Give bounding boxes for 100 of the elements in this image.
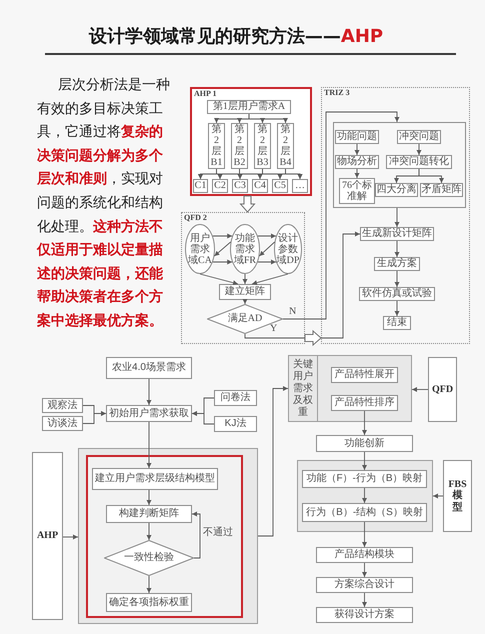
arrow bbox=[146, 378, 152, 406]
process-group-panel bbox=[78, 448, 258, 624]
process-step: 确定各项指标权重 bbox=[106, 593, 192, 612]
hollow-arrow bbox=[239, 196, 256, 213]
process-step: 76个标准解 bbox=[339, 178, 375, 204]
panel-heading: AHP 1 bbox=[194, 89, 216, 98]
subcriterion-node: C5 bbox=[272, 179, 288, 193]
edge-label: N bbox=[289, 306, 296, 318]
arrow bbox=[394, 300, 400, 316]
process-step: 生成方案 bbox=[374, 257, 420, 271]
process-step: 结束 bbox=[383, 316, 411, 330]
method-tag: QFD bbox=[428, 357, 457, 422]
arrow bbox=[258, 386, 288, 536]
method-panel bbox=[190, 87, 312, 196]
edge-label: 不通过 bbox=[203, 527, 233, 539]
process-step: 产品特性展开 bbox=[331, 367, 398, 383]
criterion-node: 第2层B2 bbox=[231, 123, 248, 169]
subcriterion-node: … bbox=[292, 179, 308, 193]
arrow bbox=[146, 490, 152, 506]
goal-node: 第1层用户需求A bbox=[207, 100, 291, 114]
arrow bbox=[192, 411, 214, 424]
arrow bbox=[242, 299, 248, 304]
process-step: 冲突问题 bbox=[397, 130, 441, 144]
criterion-node: 第2层B4 bbox=[277, 123, 294, 169]
arrow bbox=[252, 274, 288, 286]
arrow bbox=[362, 592, 367, 608]
domain-ellipse: 功能需求域FR bbox=[230, 224, 260, 274]
arrow bbox=[258, 242, 276, 256]
subcriterion-node: C2 bbox=[212, 179, 228, 193]
highlight-frame bbox=[86, 455, 243, 618]
arrow bbox=[362, 452, 367, 470]
criterion-node: 第2层B1 bbox=[208, 123, 225, 169]
arrow bbox=[82, 411, 106, 424]
arrow bbox=[146, 422, 152, 468]
arrow bbox=[242, 274, 248, 284]
process-step: 建立用户需求层级结构模型 bbox=[92, 468, 218, 490]
arrow bbox=[362, 410, 367, 436]
group-frame bbox=[333, 122, 466, 208]
arrow bbox=[62, 534, 78, 540]
subcriterion-node: C4 bbox=[252, 179, 268, 193]
process-step: 物场分析 bbox=[335, 155, 379, 169]
process-step: 功能（F）-行为（B）映射 bbox=[302, 470, 427, 488]
arrow bbox=[362, 522, 367, 548]
arrow bbox=[354, 168, 360, 178]
process-step: 产品结构模块 bbox=[316, 547, 413, 563]
arrow bbox=[200, 274, 238, 286]
arrow bbox=[394, 270, 400, 288]
process-step: 软件仿真或试验 bbox=[359, 287, 435, 301]
process-step: 功能问题 bbox=[335, 130, 379, 144]
process-step: 行为（B）-结构（S）映射 bbox=[302, 503, 427, 522]
arrow bbox=[257, 260, 276, 264]
process-step: 四大分离 bbox=[375, 183, 418, 197]
subcriterion-node: C3 bbox=[232, 179, 248, 193]
arrow bbox=[418, 168, 444, 184]
panel-heading: QFD 2 bbox=[184, 213, 207, 222]
method-panel bbox=[321, 87, 470, 344]
process-step: 建立矩阵 bbox=[219, 284, 271, 300]
method-step: 问卷法 bbox=[214, 390, 257, 406]
process-step: 农业4.0场景需求 bbox=[106, 357, 192, 379]
process-step: 初始用户需求获取 bbox=[106, 405, 192, 422]
method-step: 访谈法 bbox=[42, 416, 83, 431]
arrow bbox=[394, 208, 400, 228]
process-step: 方案综合设计 bbox=[316, 577, 413, 593]
method-panel bbox=[181, 212, 305, 344]
process-step: 矛盾矩阵 bbox=[420, 183, 463, 197]
process-group-panel bbox=[297, 460, 433, 532]
panel-heading: TRIZ 3 bbox=[324, 88, 350, 97]
arrow bbox=[285, 168, 302, 180]
arrow bbox=[282, 112, 400, 320]
process-step: 功能创新 bbox=[316, 435, 413, 452]
arrow bbox=[432, 494, 444, 498]
intro-paragraph: 层次分析法是一种有效的多目标决策工具，它通过将复杂的决策问题分解为多个层次和准则，实现对问题的系统化和结构化处理。这种方法不仅适用于难以定量描述的决策问题，还能帮助决策者在多个方案中选择最优方案。 bbox=[37, 76, 171, 331]
arrow bbox=[248, 114, 288, 124]
arrow bbox=[416, 144, 422, 156]
process-step: 产品特性排序 bbox=[331, 395, 398, 411]
arrow bbox=[412, 387, 428, 392]
process-step: 构建判断矩阵 bbox=[106, 505, 192, 523]
process-step: 生成新设计矩阵 bbox=[360, 227, 434, 241]
decision-diamond: 一致性检验 bbox=[104, 540, 194, 576]
method-step: 观察法 bbox=[42, 398, 83, 413]
arrow bbox=[362, 562, 367, 578]
arrow bbox=[192, 512, 200, 558]
edge-label: Y bbox=[270, 323, 278, 335]
panel-heading: 关键用户需求及权重 bbox=[289, 356, 318, 421]
domain-ellipse: 设计参数域DP bbox=[274, 224, 302, 274]
arrow bbox=[212, 260, 233, 264]
method-tag: FBS模型 bbox=[443, 460, 472, 532]
arrow bbox=[354, 144, 360, 156]
arrow bbox=[214, 242, 232, 256]
arrow bbox=[394, 240, 400, 258]
arrow bbox=[146, 576, 152, 594]
process-step: 获得设计方案 bbox=[316, 607, 413, 623]
arrow bbox=[146, 522, 152, 540]
method-tag: AHP bbox=[32, 452, 63, 620]
arrow bbox=[257, 234, 276, 238]
arrow bbox=[362, 488, 367, 504]
process-step: 冲突问题转化 bbox=[386, 155, 452, 169]
page-title: 设计学领域常见的研究方法——AHP bbox=[88, 25, 384, 49]
domain-ellipse: 用户需求域CA bbox=[185, 224, 215, 274]
hollow-arrow bbox=[304, 330, 322, 346]
